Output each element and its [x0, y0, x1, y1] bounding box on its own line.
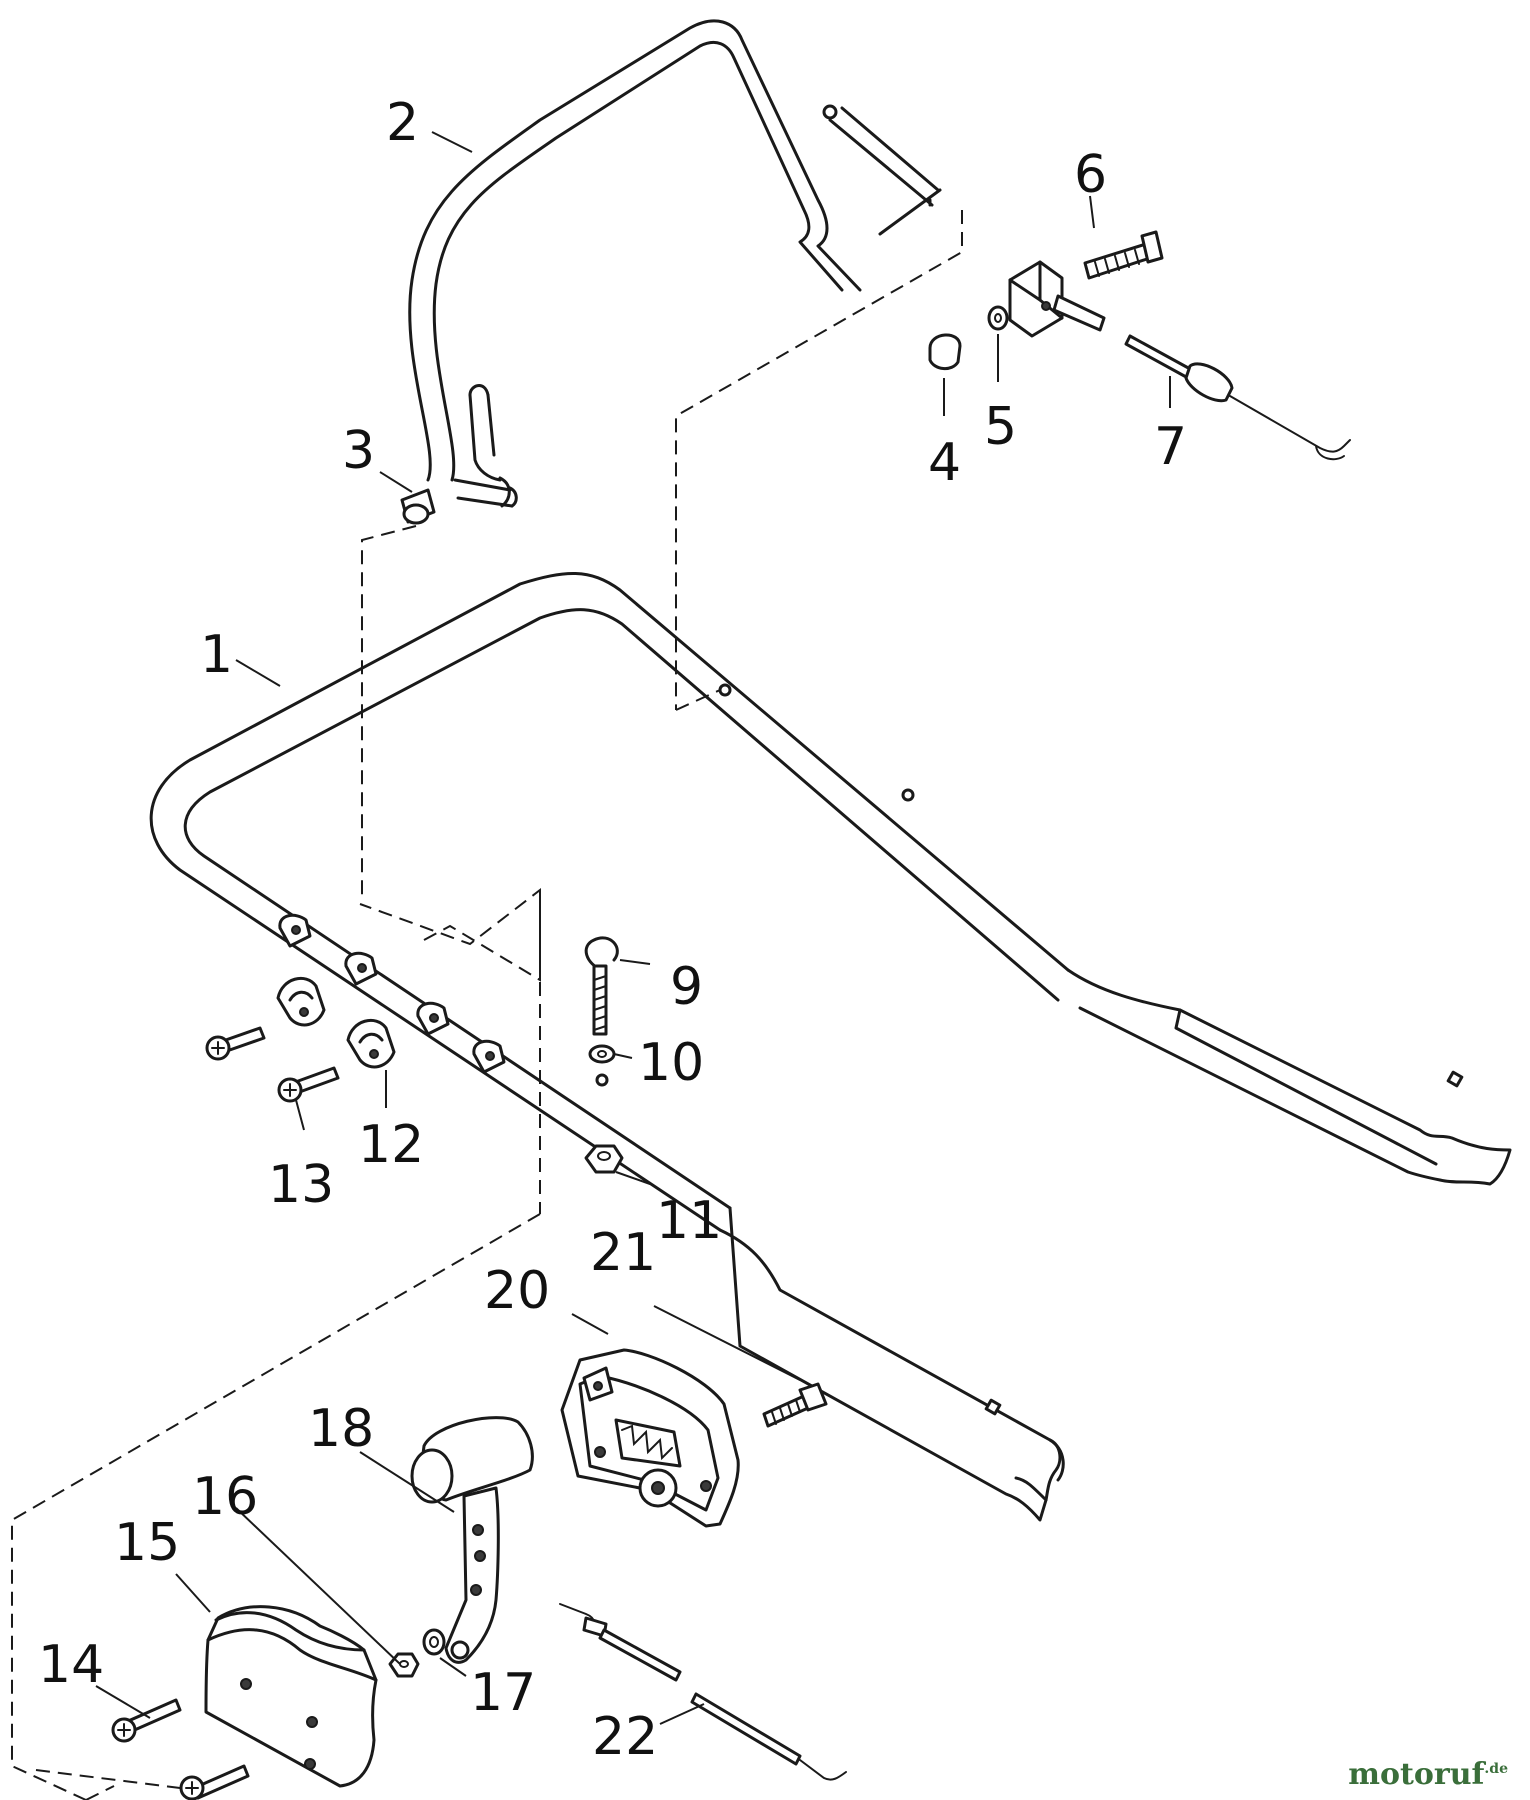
nut-part-16 [388, 1652, 420, 1678]
callout-2: 2 [386, 93, 419, 153]
cable-part-7 [1124, 334, 1351, 461]
callout-15: 15 [114, 1513, 180, 1573]
callout-22: 22 [592, 1707, 658, 1767]
watermark-name: motoruf [1348, 1757, 1485, 1792]
screws-part-13 [205, 1026, 340, 1103]
callout-4: 4 [928, 433, 961, 493]
screw-part-21 [762, 1382, 828, 1428]
callout-7: 7 [1154, 417, 1187, 477]
cable-clamp-block [1008, 260, 1106, 338]
bolt-part-6 [1083, 230, 1164, 280]
washer-part-10 [588, 1044, 616, 1064]
callout-5: 5 [984, 397, 1017, 457]
clips-part-12 [276, 976, 396, 1069]
callout-3: 3 [342, 421, 375, 481]
eye-bolt-part-9 [584, 936, 619, 1036]
callout-18: 18 [308, 1399, 374, 1459]
callout-1: 1 [200, 625, 233, 685]
callout-12: 12 [358, 1115, 424, 1175]
callout-14: 14 [38, 1635, 104, 1695]
leader-lines [95, 131, 1171, 1725]
washer-part-17 [422, 1628, 446, 1656]
watermark-logo: motoruf.de [1348, 1757, 1508, 1792]
callout-9: 9 [670, 957, 703, 1017]
upper-handle-bar [408, 19, 942, 508]
callout-11: 11 [656, 1191, 722, 1251]
callout-numbers: 1 2 3 4 5 6 7 9 10 11 12 13 14 15 16 17 … [38, 93, 1187, 1767]
lower-handle-bar [149, 571, 1512, 1522]
nut-part-11 [584, 1144, 624, 1174]
watermark-tld: .de [1484, 1761, 1508, 1777]
assembly-dashed-lines [11, 210, 963, 1800]
screws-part-14 [111, 1698, 250, 1800]
callout-17: 17 [470, 1663, 536, 1723]
lever-housing-part-20 [560, 1348, 740, 1528]
callout-21: 21 [590, 1223, 656, 1283]
rod-part-22 [559, 1603, 847, 1781]
callout-16: 16 [192, 1467, 258, 1527]
cover-part-15 [204, 1605, 378, 1788]
cap-nut-part-4 [928, 333, 962, 370]
callout-6: 6 [1074, 145, 1107, 205]
callout-20: 20 [484, 1261, 550, 1321]
sleeve-part [400, 488, 436, 525]
callout-13: 13 [268, 1155, 334, 1215]
lever-part-18 [410, 1416, 534, 1664]
washer-part-5 [987, 305, 1009, 331]
callout-10: 10 [638, 1033, 704, 1093]
